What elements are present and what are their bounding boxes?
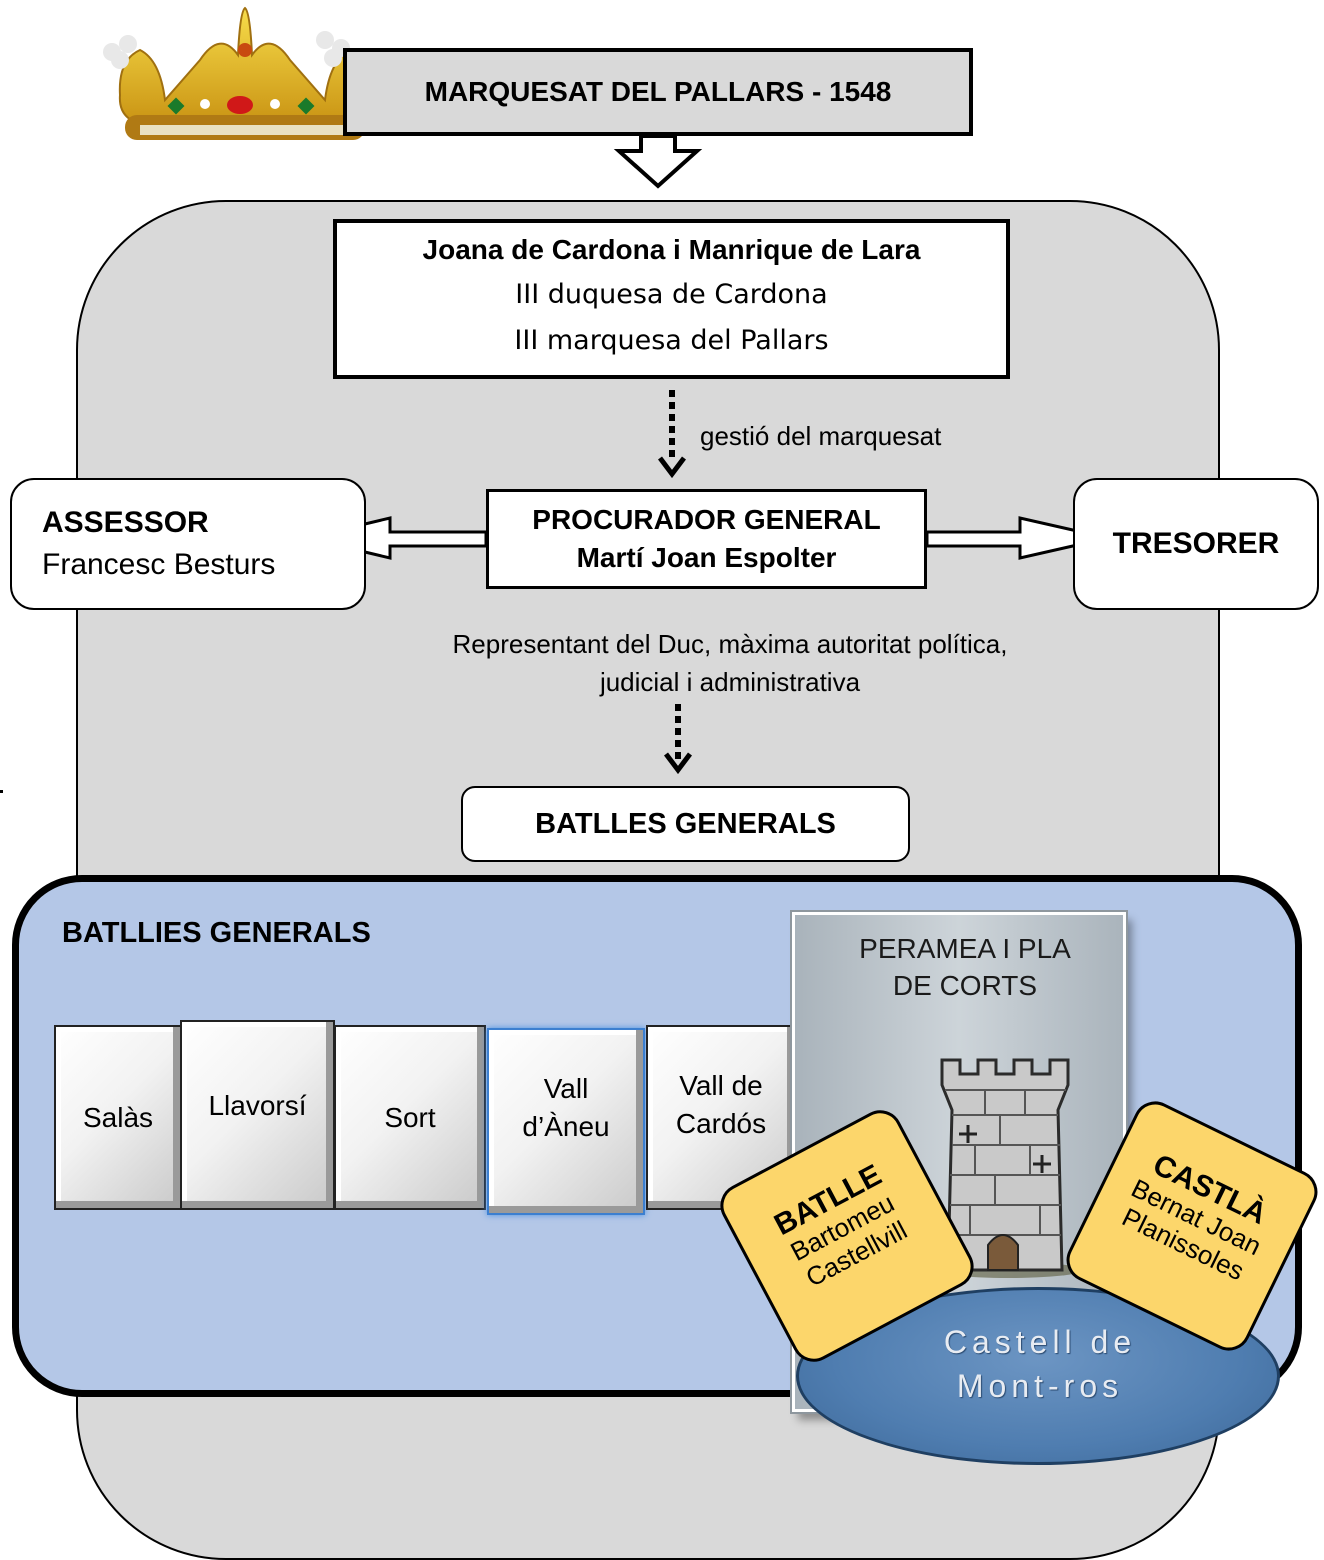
dotted-arrow-gestio-head	[658, 456, 686, 479]
assessor-heading: ASSESSOR	[42, 506, 209, 539]
ruler-box: Joana de Cardona i Manrique de Lara III …	[333, 219, 1010, 379]
procurador-description: Representant del Duc, màxima autoritat p…	[390, 625, 1070, 701]
dotted-arrow-batlles-head	[664, 752, 692, 775]
procurador-box: PROCURADOR GENERAL Martí Joan Espolter	[486, 489, 927, 589]
tile-label: Vall de	[679, 1070, 763, 1101]
ruler-name: Joana de Cardona i Manrique de Lara	[422, 234, 921, 265]
tile-label: Llavorsí	[208, 1090, 307, 1121]
batllia-tile-llavorsi: Llavorsí	[180, 1020, 335, 1210]
tile-label: Sort	[384, 1101, 436, 1133]
peramea-title-line-2: DE CORTS	[892, 970, 1038, 1001]
batllia-tile-sort: Sort	[334, 1025, 486, 1210]
arrow-to-tresorer	[925, 516, 1109, 560]
procurador-description-line-2: judicial i administrativa	[599, 667, 861, 697]
tile-label: Salàs	[82, 1101, 154, 1133]
stray-mark	[0, 790, 3, 793]
ruler-title-2: III marquesa del Pallars	[514, 325, 829, 356]
tile-label: Cardós	[675, 1108, 767, 1139]
tile-label: d’Àneu	[522, 1111, 610, 1142]
page-title: MARQUESAT DEL PALLARS - 1548	[424, 76, 892, 107]
procurador-description-line-1: Representant del Duc, màxima autoritat p…	[452, 629, 1008, 659]
procurador-name: Martí Joan Espolter	[576, 542, 837, 573]
title-down-arrow	[613, 134, 703, 189]
assessor-name: Francesc Besturs	[42, 548, 276, 581]
tresorer-label: TRESORER	[1112, 527, 1280, 560]
castell-label-line-1: Castell de	[943, 1324, 1137, 1360]
tile-label: Vall	[543, 1073, 589, 1104]
batllia-tile-salas: Salàs	[54, 1025, 182, 1210]
castell-label: Castell de Mont-ros	[880, 1320, 1200, 1408]
assessor-box: ASSESSOR Francesc Besturs	[10, 478, 366, 610]
procurador-title: PROCURADOR GENERAL	[532, 504, 881, 535]
batllies-heading: BATLLIES GENERALS	[62, 917, 371, 949]
tresorer-box: TRESORER	[1073, 478, 1319, 610]
batlles-generals-box: BATLLES GENERALS	[461, 786, 910, 862]
crown-icon	[103, 6, 372, 140]
castell-label-line-2: Mont-ros	[956, 1368, 1124, 1404]
peramea-title: PERAMEA I PLA DE CORTS	[820, 930, 1110, 1004]
batlles-generals-label: BATLLES GENERALS	[535, 807, 836, 840]
batllia-tile-vall-daneu: Vall d’Àneu	[487, 1028, 645, 1215]
peramea-title-line-1: PERAMEA I PLA	[859, 933, 1071, 964]
gestio-label: gestió del marquesat	[700, 421, 942, 451]
title-box: MARQUESAT DEL PALLARS - 1548	[343, 48, 973, 136]
ruler-title-1: III duquesa de Cardona	[515, 279, 828, 310]
